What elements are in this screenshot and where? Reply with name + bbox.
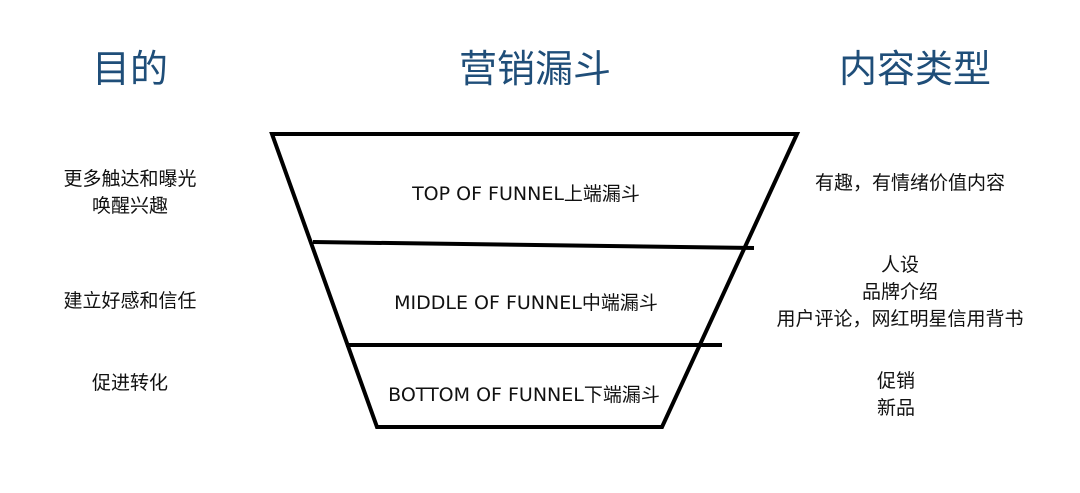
- purpose-line: 更多触达和曝光: [63, 168, 197, 190]
- purpose-line: 唤醒兴趣: [91, 195, 168, 217]
- content-bottom: 促销 新品: [846, 368, 946, 422]
- content-line: 用户评论，网红明星信用背书: [776, 308, 1024, 330]
- funnel-stage-top: TOP OF FUNNEL上端漏斗: [412, 183, 640, 205]
- purpose-middle: 建立好感和信任: [40, 288, 220, 315]
- funnel-stage-bottom: BOTTOM OF FUNNEL下端漏斗: [388, 384, 660, 406]
- funnel-outline: [269, 132, 801, 429]
- heading-funnel: 营销漏斗: [458, 47, 611, 91]
- purpose-line: 建立好感和信任: [63, 290, 197, 312]
- content-line: 有趣，有情绪价值内容: [814, 172, 1005, 194]
- content-line: 新品: [876, 397, 915, 419]
- content-middle: 人设 品牌介绍 用户评论，网红明星信用背书: [750, 252, 1050, 333]
- purpose-line: 促进转化: [91, 372, 168, 394]
- content-line: 促销: [876, 370, 915, 392]
- heading-content-type: 内容类型: [838, 47, 991, 91]
- heading-purpose: 目的: [91, 47, 168, 91]
- content-line: 人设: [880, 254, 919, 276]
- funnel-divider-top-middle: [312, 240, 755, 250]
- purpose-top: 更多触达和曝光 唤醒兴趣: [40, 166, 220, 220]
- funnel-stage-middle: MIDDLE OF FUNNEL中端漏斗: [394, 292, 658, 314]
- content-line: 品牌介绍: [861, 281, 938, 303]
- purpose-bottom: 促进转化: [40, 370, 220, 397]
- content-top: 有趣，有情绪价值内容: [770, 170, 1050, 197]
